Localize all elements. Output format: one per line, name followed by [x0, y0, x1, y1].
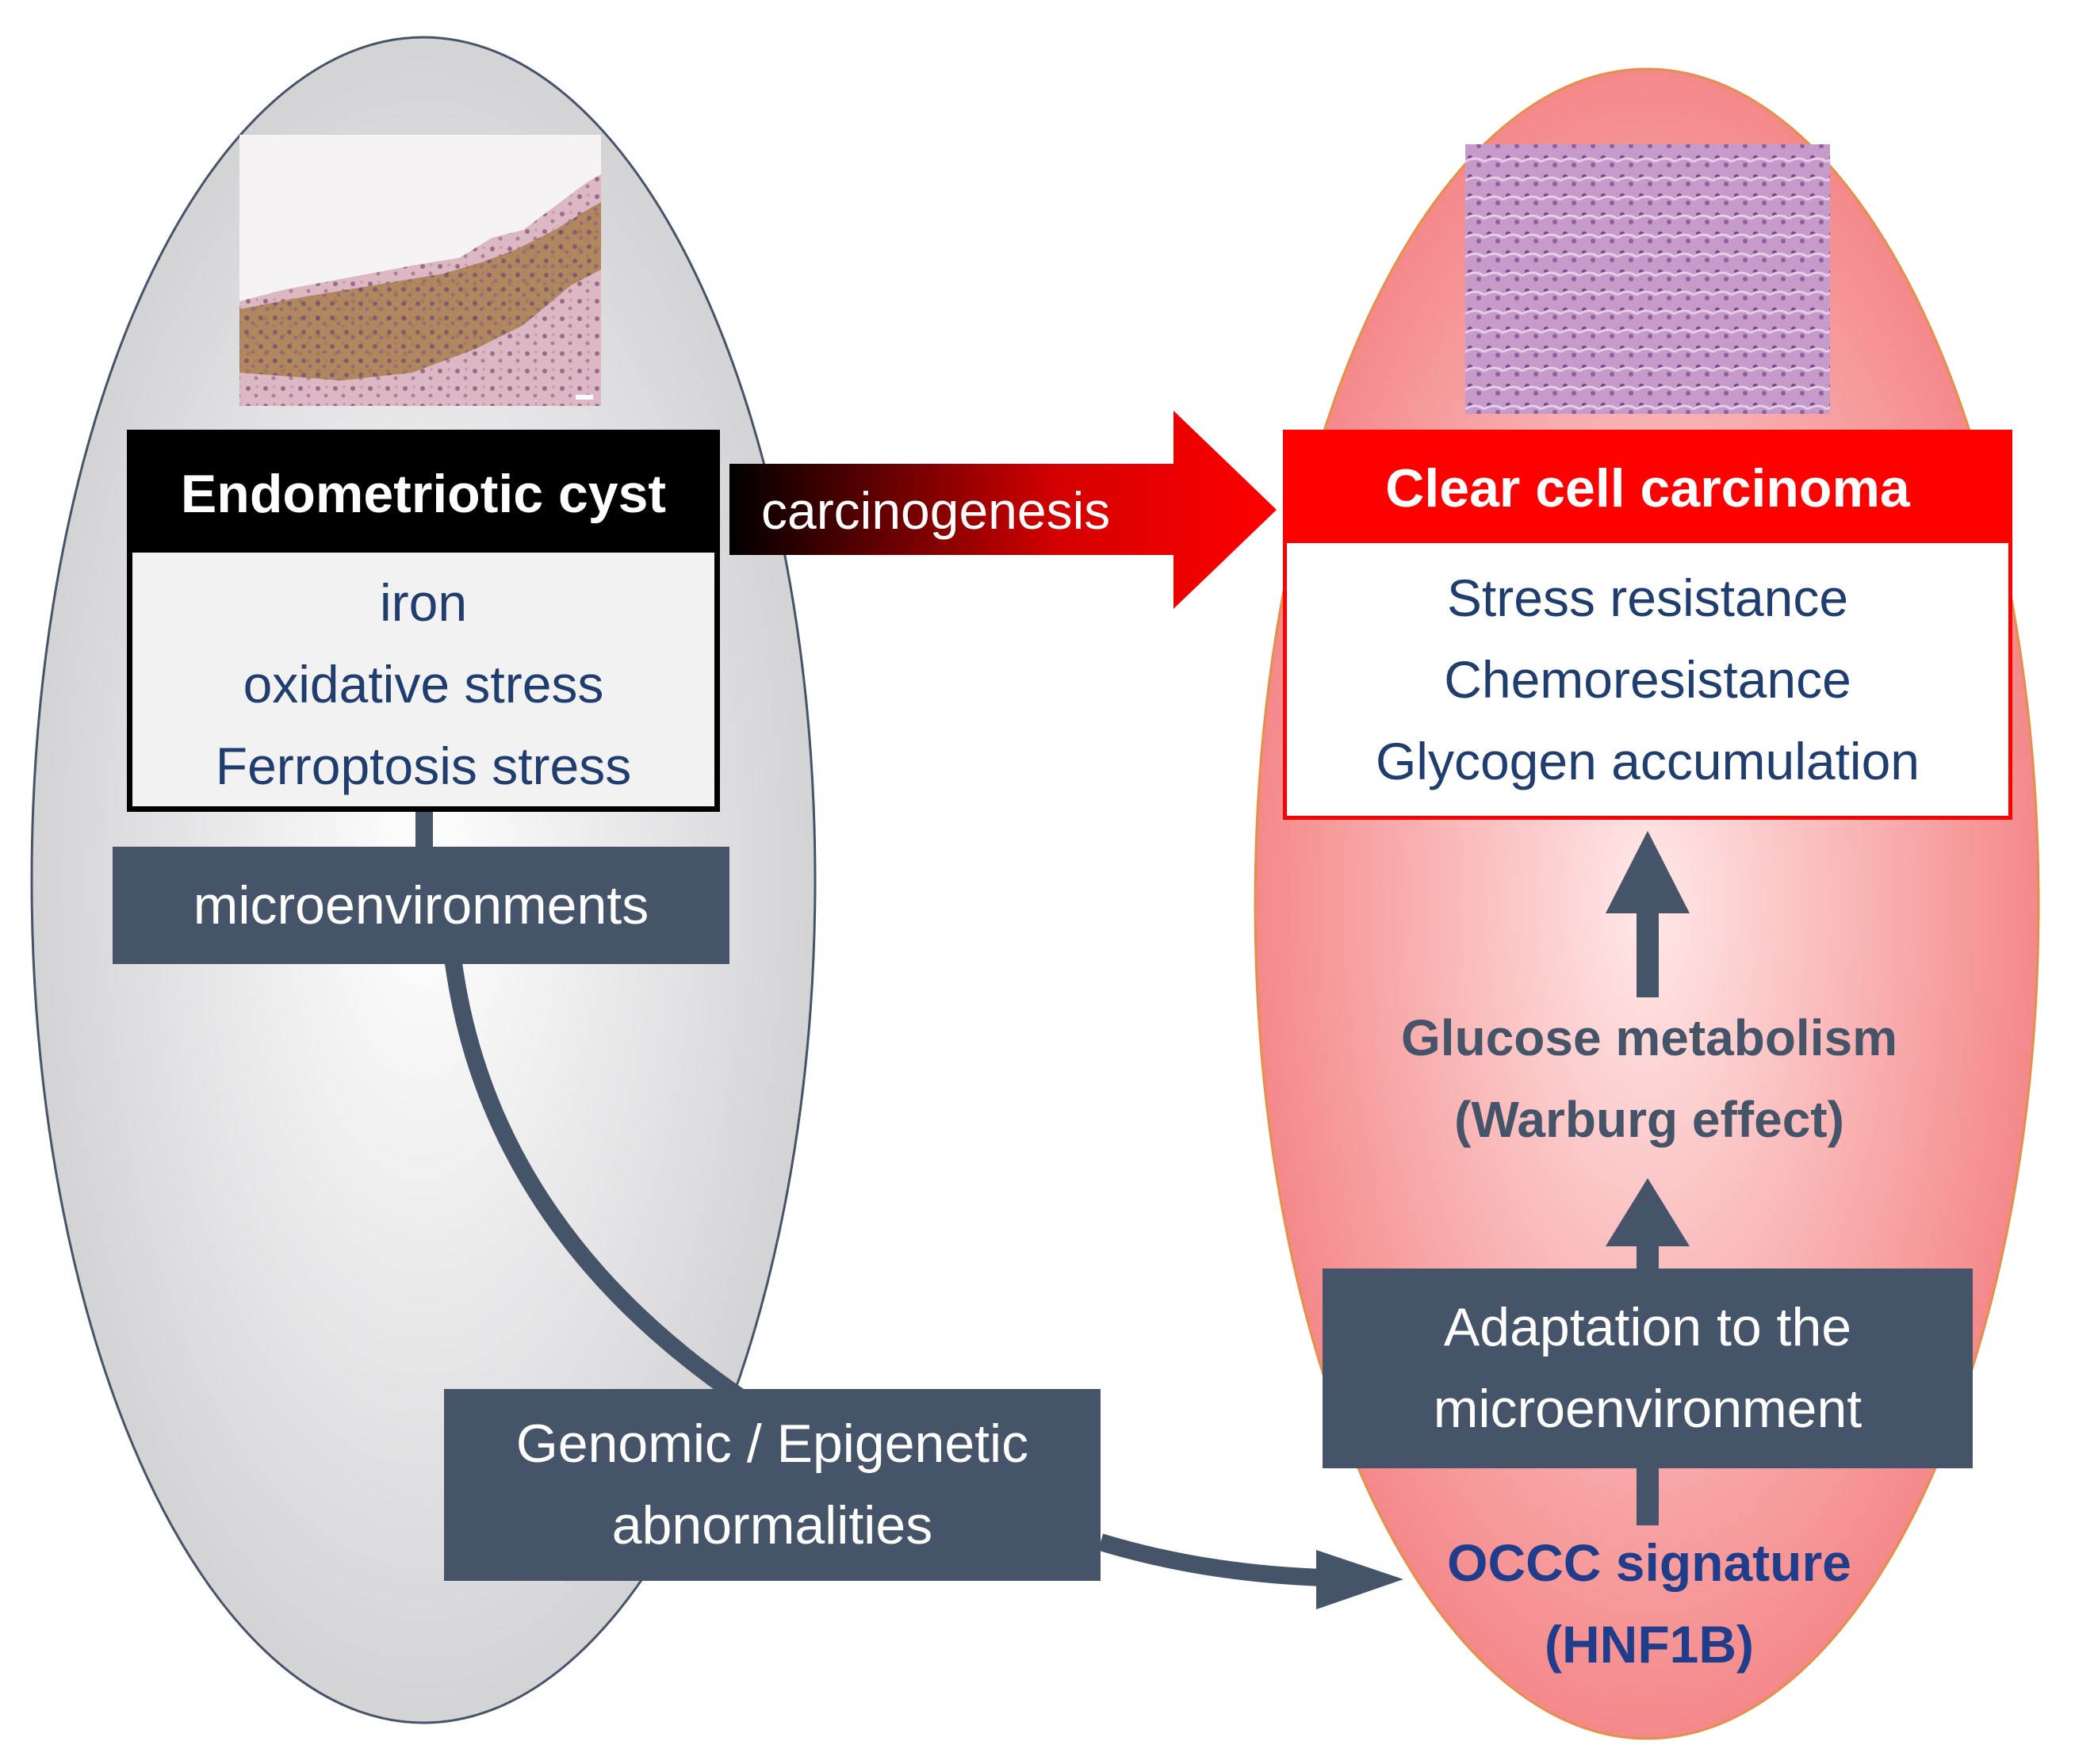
item-chemoresistance: Chemoresistance: [1444, 650, 1851, 709]
occc-signature-label: OCCC signature (HNF1B): [1364, 1522, 1935, 1686]
carcinogenesis-arrow: [729, 411, 1277, 609]
genomic-epigenetic-box: Genomic / Epigenetic abnormalities: [444, 1389, 1101, 1581]
up-arrow-to-carcinoma: [1606, 831, 1690, 997]
microenvironments-label: microenvironments: [193, 875, 649, 936]
glucose-metabolism-label: Glucose metabolism (Warburg effect): [1308, 997, 1990, 1161]
adaptation-line1: Adaptation to the: [1443, 1297, 1852, 1357]
genomic-label-line1: Genomic / Epigenetic: [515, 1414, 1029, 1474]
item-stress-resistance: Stress resistance: [1446, 568, 1849, 627]
up-arrow-to-adaptation: [1637, 1468, 1659, 1525]
item-iron: iron: [379, 573, 468, 632]
adaptation-box: Adaptation to the microenvironment: [1323, 1268, 1973, 1468]
curved-connector: [445, 955, 770, 1420]
genomic-label-line2: abnormalities: [611, 1495, 933, 1555]
item-glycogen-accumulation: Glycogen accumulation: [1375, 732, 1920, 790]
connector-line: [415, 809, 433, 848]
signature-line1: OCCC signature: [1447, 1533, 1851, 1592]
carcinogenesis-label: carcinogenesis: [761, 481, 1111, 540]
glucose-line2: (Warburg effect): [1454, 1091, 1844, 1148]
item-oxidative-stress: oxidative stress: [243, 655, 604, 714]
endometriotic-cyst-box: Endometriotic cyst iron oxidative stress…: [127, 430, 720, 812]
clear-cell-carcinoma-title: Clear cell carcinoma: [1287, 434, 2008, 543]
genomic-to-signature-arrow: [1097, 1533, 1325, 1586]
endometriotic-cyst-title: Endometriotic cyst: [132, 435, 714, 553]
endometriosis-histology-image: [239, 135, 601, 406]
item-ferroptosis-stress: Ferroptosis stress: [215, 737, 632, 795]
microenvironments-box: microenvironments: [113, 847, 729, 964]
up-arrow-to-glucose: [1606, 1178, 1690, 1270]
clear-cell-carcinoma-box: Clear cell carcinoma Stress resistance C…: [1283, 430, 2012, 820]
adaptation-line2: microenvironment: [1433, 1379, 1863, 1439]
carcinoma-histology-image: [1465, 144, 1830, 414]
glucose-line1: Glucose metabolism: [1401, 1009, 1897, 1066]
signature-line2: (HNF1B): [1545, 1615, 1754, 1674]
genomic-arrowhead: [1316, 1550, 1403, 1609]
